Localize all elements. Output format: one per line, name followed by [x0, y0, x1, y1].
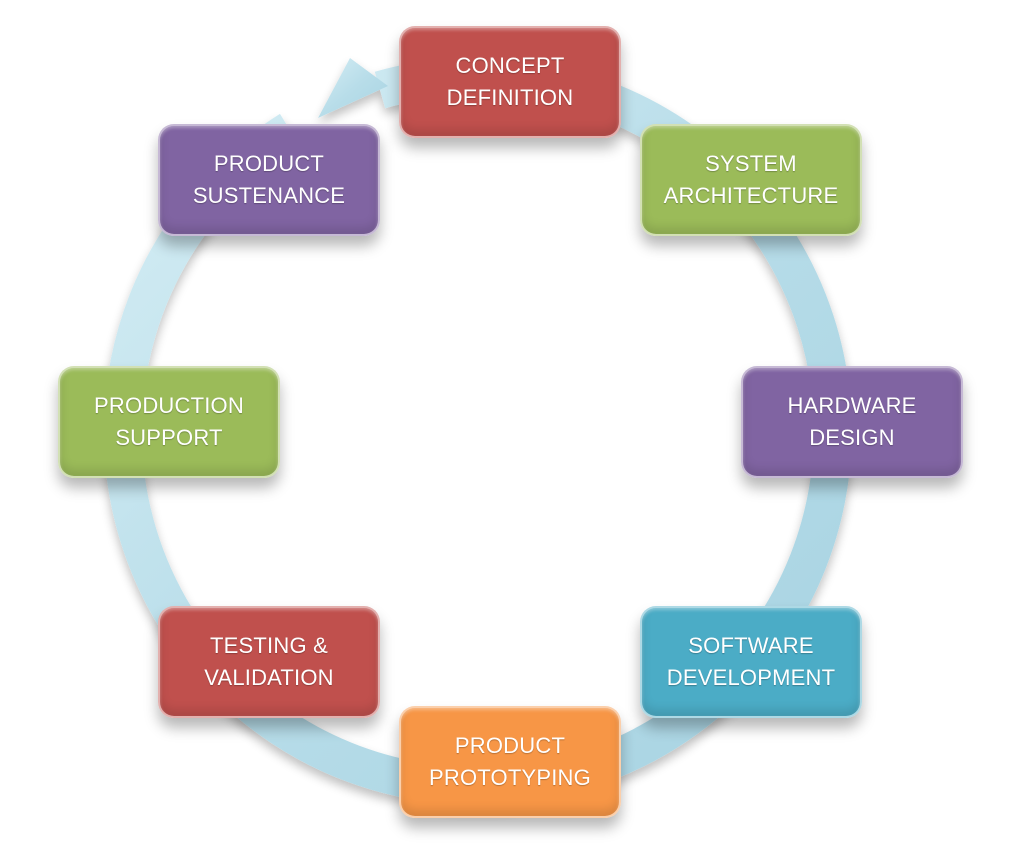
stage-hardware-design: HARDWARE DESIGN [741, 366, 963, 478]
stage-label-line2: DEVELOPMENT [666, 665, 836, 690]
stage-label: HARDWARE DESIGN [787, 390, 916, 454]
stage-label-line2: PROTOTYPING [429, 765, 591, 790]
stage-label-line1: PRODUCT [454, 733, 566, 758]
stage-label-line2: SUPPORT [115, 425, 223, 450]
stage-testing-validation: TESTING & VALIDATION [158, 606, 380, 718]
stage-label-line2: DESIGN [809, 425, 895, 450]
stage-production-support: PRODUCTION SUPPORT [58, 366, 280, 478]
stage-label-line2: SUSTENANCE [192, 183, 346, 208]
cycle-arrow-head [318, 58, 388, 118]
stage-label-line1: CONCEPT [455, 53, 565, 78]
stage-label: CONCEPT DEFINITION [447, 50, 574, 114]
stage-label-line1: SOFTWARE [688, 633, 814, 658]
stage-label-line1: PRODUCTION [94, 393, 244, 418]
stage-label-line1: HARDWARE [787, 393, 917, 418]
stage-software-development: SOFTWARE DEVELOPMENT [640, 606, 862, 718]
stage-label-line2: ARCHITECTURE [663, 183, 839, 208]
stage-label: PRODUCTION SUPPORT [94, 390, 244, 454]
stage-label-line2: DEFINITION [446, 85, 574, 110]
stage-product-prototyping: PRODUCT PROTOTYPING [399, 706, 621, 818]
stage-product-sustenance: PRODUCT SUSTENANCE [158, 124, 380, 236]
stage-label: SOFTWARE DEVELOPMENT [667, 630, 835, 694]
stage-label: TESTING & VALIDATION [204, 630, 334, 694]
stage-label: SYSTEM ARCHITECTURE [664, 148, 839, 212]
stage-concept-definition: CONCEPT DEFINITION [399, 26, 621, 138]
stage-label: PRODUCT PROTOTYPING [429, 730, 591, 794]
stage-label-line2: VALIDATION [204, 665, 334, 690]
stage-system-architecture: SYSTEM ARCHITECTURE [640, 124, 862, 236]
stage-label: PRODUCT SUSTENANCE [193, 148, 345, 212]
stage-label-line1: SYSTEM [705, 151, 797, 176]
stage-label-line1: TESTING & [210, 633, 328, 658]
stage-label-line1: PRODUCT [213, 151, 325, 176]
